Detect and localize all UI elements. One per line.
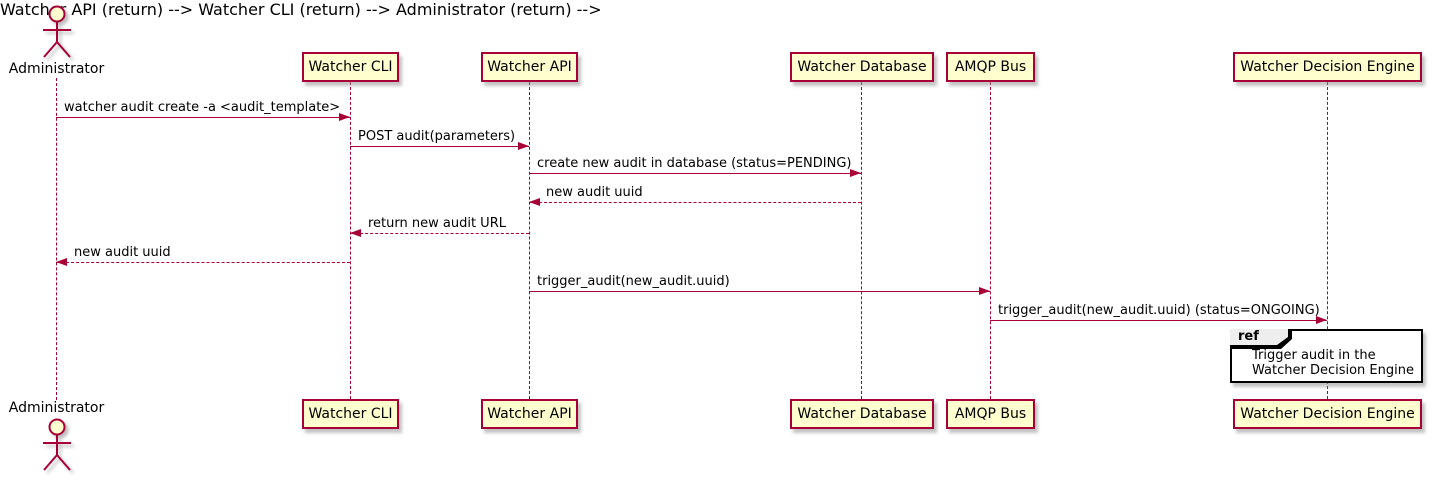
message-line-6 — [56, 262, 350, 263]
participant-amqp-bus-bottom: AMQP Bus — [946, 399, 1035, 429]
participant-watcher-cli-top: Watcher CLI — [302, 52, 399, 82]
message-line-1 — [56, 117, 350, 118]
message-label-7: trigger_audit(new_audit.uuid) — [537, 274, 730, 289]
participant-label: AMQP Bus — [954, 406, 1027, 422]
actor-icon — [43, 418, 71, 471]
participant-label: Watcher Database — [797, 59, 927, 75]
message-label-1: watcher audit create -a <audit_template> — [64, 100, 341, 115]
message-label-8: trigger_audit(new_audit.uuid) (status=ON… — [998, 303, 1320, 318]
lifeline-administrator — [56, 78, 57, 400]
message-label-3: create new audit in database (status=PEN… — [537, 156, 852, 171]
participant-label: Watcher CLI — [308, 59, 393, 75]
participant-label: Watcher Decision Engine — [1240, 59, 1415, 75]
message-line-5 — [350, 233, 529, 234]
lifeline-watcher-decision-engine — [1327, 82, 1328, 399]
ref-keyword: ref — [1238, 329, 1259, 344]
lifeline-amqp-bus — [990, 82, 991, 399]
participant-label: Watcher API — [487, 59, 572, 75]
participant-label: Watcher Decision Engine — [1240, 406, 1415, 422]
message-line-3 — [529, 173, 861, 174]
participant-watcher-api-bottom: Watcher API — [481, 399, 578, 429]
actor-name-bottom: Administrator — [8, 400, 105, 416]
message-line-2 — [350, 146, 529, 147]
actor-icon — [43, 5, 71, 58]
participant-watcher-decision-engine-bottom: Watcher Decision Engine — [1233, 399, 1422, 429]
arrowhead-icon — [1316, 316, 1327, 324]
participant-label: Watcher Database — [797, 406, 927, 422]
ref-text-line-1: Trigger audit in the — [1252, 348, 1376, 363]
arrowhead-icon — [56, 258, 67, 266]
message-label-2: POST audit(parameters) — [358, 129, 516, 144]
message-label-4: new audit uuid — [546, 185, 643, 200]
message-label-6: new audit uuid — [74, 245, 171, 260]
arrowhead-icon — [529, 198, 540, 206]
message-line-7 — [529, 291, 990, 292]
participant-watcher-decision-engine-top: Watcher Decision Engine — [1233, 52, 1422, 82]
arrowhead-icon — [339, 113, 350, 121]
ref-text-line-2: Watcher Decision Engine — [1252, 363, 1414, 378]
arrowhead-icon — [850, 169, 861, 177]
participant-watcher-api-top: Watcher API — [481, 52, 578, 82]
participant-amqp-bus-top: AMQP Bus — [946, 52, 1035, 82]
ref-tab: ref — [1230, 329, 1292, 349]
participant-label: Watcher API — [487, 406, 572, 422]
lifeline-watcher-cli — [350, 82, 351, 399]
participant-watcher-database-top: Watcher Database — [790, 52, 934, 82]
participant-watcher-database-bottom: Watcher Database — [790, 399, 934, 429]
actor-name-top: Administrator — [8, 61, 105, 77]
arrowhead-icon — [350, 229, 361, 237]
ref-tab-fill — [1230, 329, 1288, 345]
arrowhead-icon — [979, 287, 990, 295]
message-label-5: return new audit URL — [368, 216, 506, 231]
ref-fragment: ref Trigger audit in the Watcher Decisio… — [1230, 329, 1423, 383]
participant-label: AMQP Bus — [954, 59, 1027, 75]
participant-label: Watcher CLI — [308, 406, 393, 422]
lifeline-watcher-database — [861, 82, 862, 399]
lifeline-watcher-api — [529, 82, 530, 399]
participant-watcher-cli-bottom: Watcher CLI — [302, 399, 399, 429]
arrowhead-icon — [518, 142, 529, 150]
message-line-8 — [990, 320, 1327, 321]
message-line-4 — [529, 202, 861, 203]
ref-text: Trigger audit in the Watcher Decision En… — [1252, 348, 1414, 378]
